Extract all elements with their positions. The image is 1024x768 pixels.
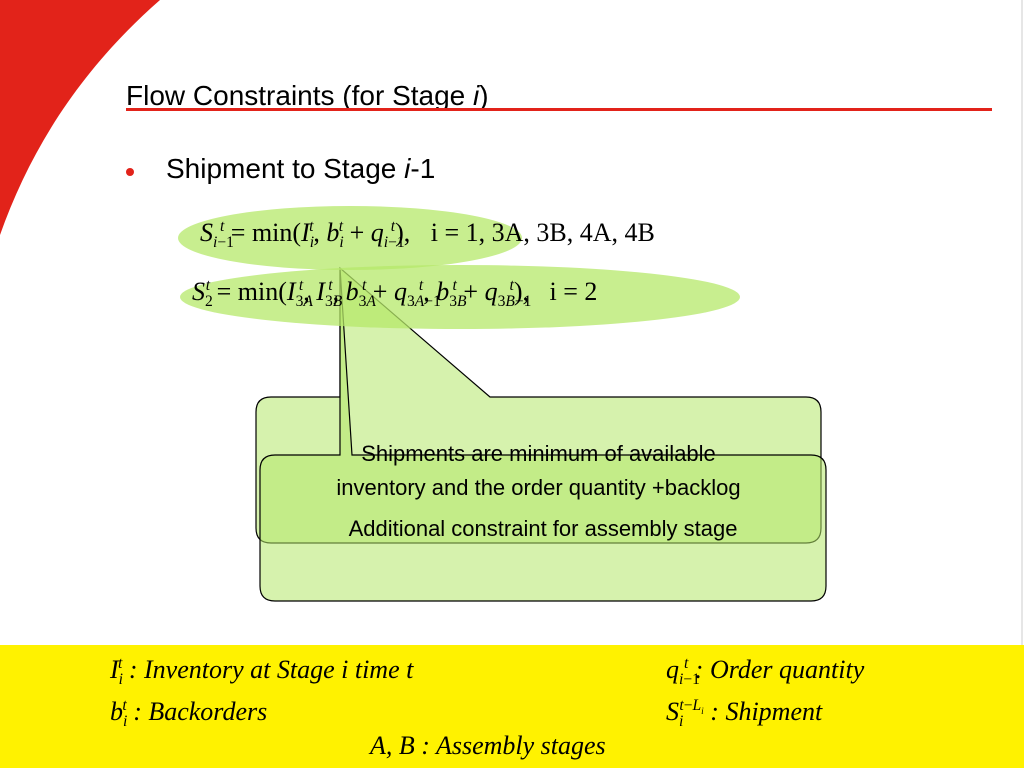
callout-assembly-bg	[259, 267, 827, 602]
eq1-highlight	[178, 206, 522, 270]
equation-2: S2t = min(I3At, I3Bt, b3At + q3A−1t, b3B…	[192, 277, 598, 311]
callout-shipments-line2: inventory and the order quantity +backlo…	[336, 475, 741, 501]
callout-assembly: Additional constraint for assembly stage	[348, 516, 738, 541]
legend-band	[0, 645, 1024, 768]
title-underline	[126, 108, 992, 111]
bullet-dot	[126, 168, 134, 176]
legend-order: qi−1t : Order quantity	[666, 655, 865, 689]
title-var: i	[473, 80, 480, 111]
callout-shipments-line1: Shipments are minimum of available	[361, 441, 716, 466]
legend-backorders: bit : Backorders	[110, 697, 268, 731]
legend-shipment: Sit−Li : Shipment	[666, 697, 823, 731]
legend-assembly: A, B : Assembly stages	[370, 731, 606, 760]
legend-shipment-text: : Shipment	[710, 697, 823, 726]
title-suffix: )	[479, 80, 489, 111]
legend-inventory: Iit : Inventory at Stage i time t	[110, 655, 414, 689]
legend-backorders-text: : Backorders	[133, 697, 268, 726]
slide-title: Flow Constraints (for Stage i)	[126, 80, 489, 112]
eq1-condition: i = 1, 3A, 3B, 4A, 4B	[430, 218, 655, 247]
eq2-highlight	[180, 265, 740, 329]
legend-inventory-text: : Inventory at Stage i time t	[128, 655, 414, 684]
bullet-prefix: Shipment to Stage	[166, 153, 405, 184]
red-swoosh	[0, 0, 160, 235]
equation-1: Si−1t = min(Iit, bit + qi−1t), i = 1, 3A…	[200, 218, 655, 252]
bullet-text: Shipment to Stage i-1	[166, 153, 435, 185]
bullet-var: i	[404, 153, 411, 184]
bullet-suffix: -1	[410, 153, 436, 184]
title-prefix: Flow Constraints (for Stage	[126, 80, 474, 111]
legend-order-text: : Order quantity	[694, 655, 865, 684]
callout-shipments: Shipments are minimum of available inven…	[256, 437, 821, 505]
eq2-condition: i = 2	[549, 277, 598, 306]
